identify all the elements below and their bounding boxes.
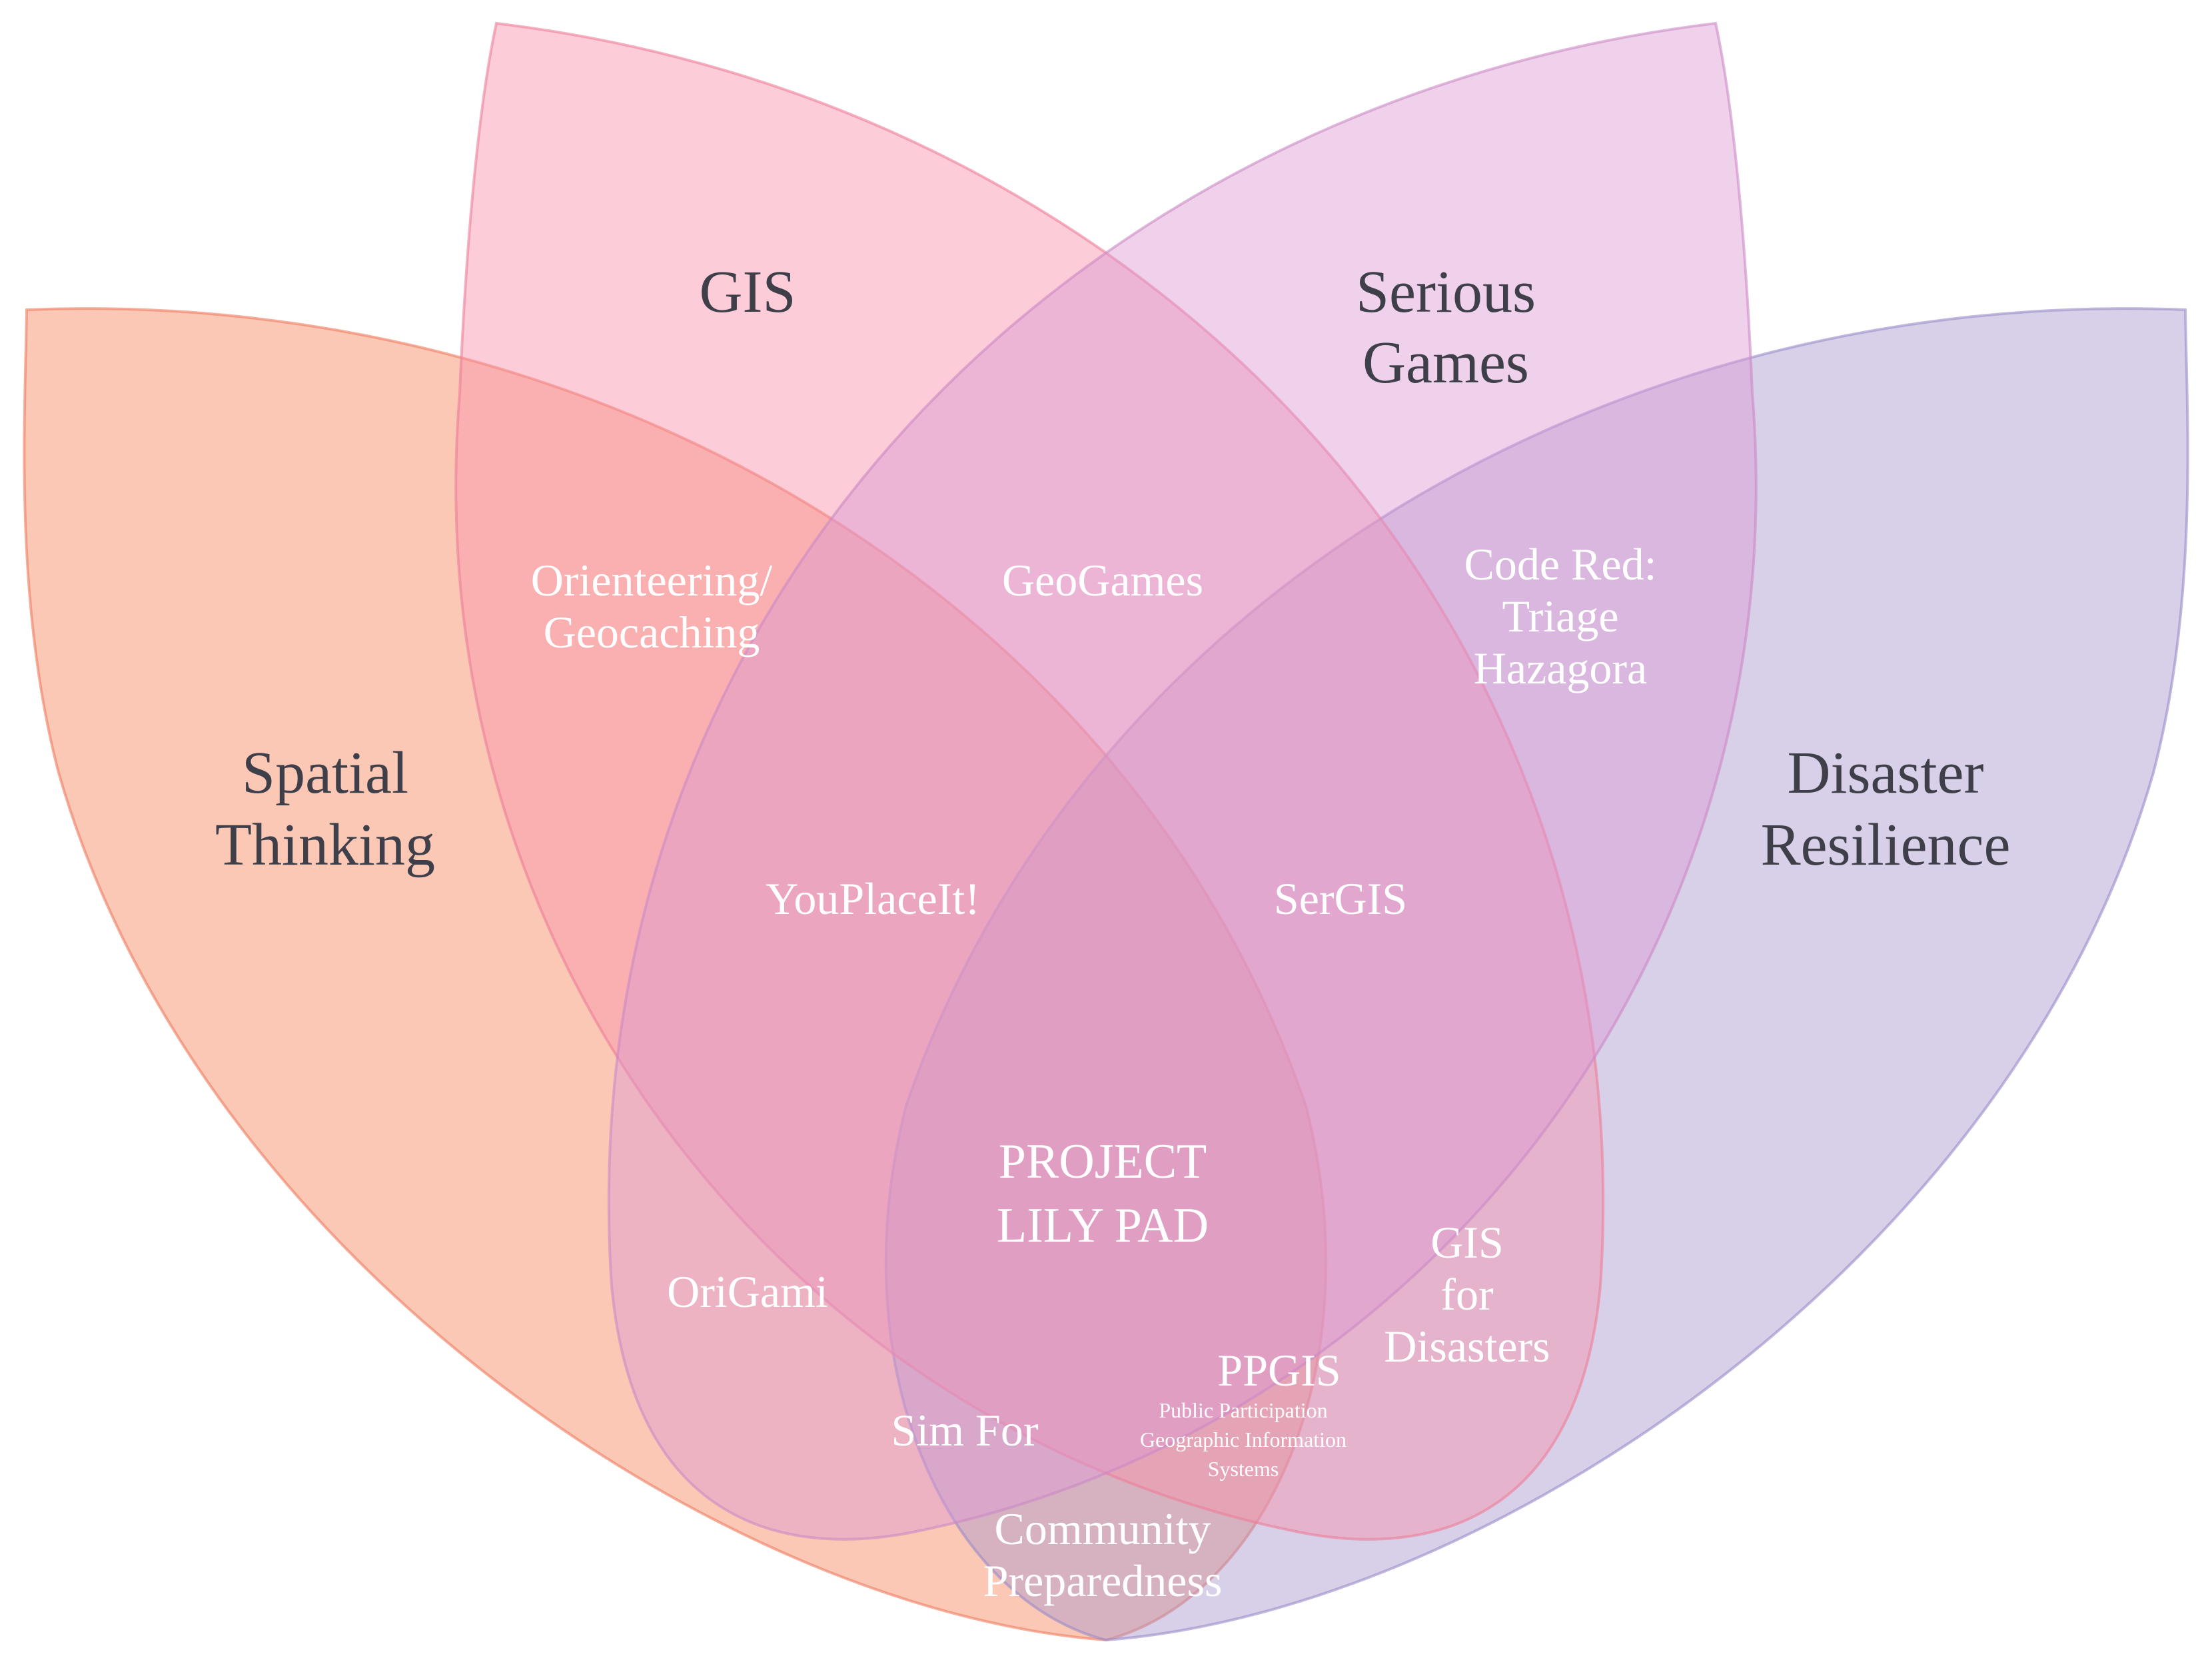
label-community-line-1: Community (995, 1503, 1211, 1554)
category-disaster-resilience-line-2: Resilience (1761, 812, 2011, 878)
label-ppgis-full-line-2: Geographic Information (1140, 1428, 1347, 1452)
category-spatial-thinking-line-1: Spatial (242, 740, 408, 806)
label-origami: OriGami (667, 1266, 828, 1317)
label-gis-for-disasters-line-2: for (1440, 1269, 1494, 1320)
petal-gis (454, 21, 1605, 1541)
label-code-red-line-2: Triage (1502, 591, 1618, 641)
label-sergis: SerGIS (1274, 873, 1407, 924)
category-serious-games-line-1: Serious (1356, 259, 1536, 325)
petals (23, 21, 2189, 1642)
label-youplaceit: YouPlaceIt! (766, 873, 980, 924)
category-labels: GIS Serious Games Spatial Thinking Disas… (215, 259, 2010, 878)
label-project-line-2: LILY PAD (997, 1198, 1209, 1253)
label-ppgis-full-line-3: Systems (1208, 1457, 1279, 1481)
label-project-line-1: PROJECT (999, 1134, 1207, 1189)
petal-spatial-thinking (23, 307, 1328, 1642)
label-orienteering-line-1: Orienteering/ (531, 555, 773, 606)
label-sim-for: Sim For (891, 1405, 1038, 1456)
petal-serious-games (607, 21, 1758, 1541)
label-gis-for-disasters-line-3: Disasters (1384, 1321, 1550, 1372)
petal-disaster-resilience (884, 307, 2189, 1642)
intersection-labels: Orienteering/ Geocaching GeoGames Code R… (531, 539, 1657, 1606)
category-spatial-thinking-line-2: Thinking (215, 812, 435, 878)
label-ppgis: PPGIS (1217, 1345, 1341, 1396)
label-ppgis-full-line-1: Public Participation (1159, 1398, 1327, 1422)
label-code-red-line-1: Code Red: (1464, 539, 1657, 590)
label-gis-for-disasters-line-1: GIS (1430, 1217, 1504, 1268)
category-gis: GIS (699, 259, 796, 325)
category-disaster-resilience-line-1: Disaster (1788, 740, 1984, 806)
label-community-line-2: Preparedness (983, 1555, 1223, 1606)
category-serious-games-line-2: Games (1363, 330, 1529, 396)
label-geogames: GeoGames (1002, 555, 1203, 606)
label-orienteering-line-2: Geocaching (544, 607, 760, 657)
label-code-red-line-3: Hazagora (1474, 643, 1647, 693)
